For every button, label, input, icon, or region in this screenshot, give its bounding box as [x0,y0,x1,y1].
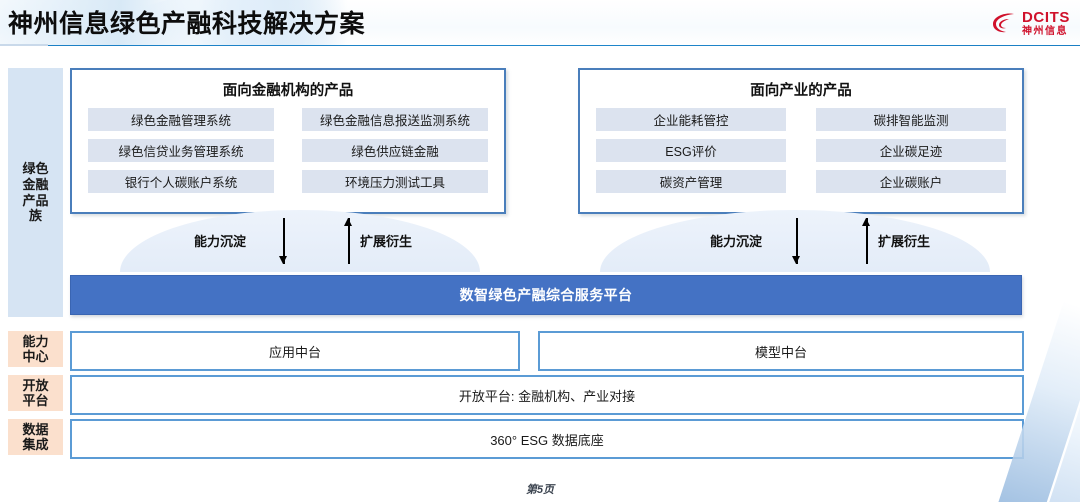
sidebar-label-open-platform: 开放平台 [8,375,63,411]
layer-box-label: 应用中台 [268,344,321,360]
flow-zone: 能力沉淀 扩展衍生 能力沉淀 扩展衍生 [0,210,1080,272]
platform-bar[interactable]: 数智绿色产融综合服务平台 [70,275,1022,315]
product-chip[interactable]: 绿色信贷业务管理系统 [88,139,274,162]
sidebar-label-green-finance-products: 绿色金融产品族 [8,68,63,317]
layer-box-label: 360° ESG 数据底座 [490,432,604,448]
sidebar-top-label: 绿色金融产品族 [22,160,49,224]
arrow-up-icon [862,218,871,264]
layer-box-application-midplatform[interactable]: 应用中台 [70,331,520,371]
arrow-down-icon [279,218,288,264]
product-chip[interactable]: 银行个人碳账户系统 [88,170,274,193]
panel-title: 面向金融机构的产品 [222,83,354,99]
product-chip[interactable]: 环境压力测试工具 [302,170,488,193]
panel-financial-products: 面向金融机构的产品 绿色金融管理系统 绿色金融信息报送监测系统 绿色信贷业务管理… [70,68,506,214]
panel-item-grid: 企业能耗管控 碳排智能监测 ESG评价 企业碳足迹 碳资产管理 企业碳账户 [580,108,1022,193]
flow-label-capability-precipitation: 能力沉淀 [710,234,763,249]
flow-label-expansion-derivation: 扩展衍生 [360,234,413,249]
panel-industry-products: 面向产业的产品 企业能耗管控 碳排智能监测 ESG评价 企业碳足迹 碳资产管理 … [578,68,1024,214]
product-chip[interactable]: 碳资产管理 [596,170,786,193]
layer-box-label: 开放平台: 金融机构、产业对接 [458,388,636,404]
panel-item-grid: 绿色金融管理系统 绿色金融信息报送监测系统 绿色信贷业务管理系统 绿色供应链金融… [72,108,504,193]
flow-label-capability-precipitation: 能力沉淀 [194,234,247,249]
page-title: 神州信息绿色产融科技解决方案 [8,10,366,38]
product-chip[interactable]: 绿色金融信息报送监测系统 [302,108,488,131]
arrow-up-icon [344,218,353,264]
arrow-down-icon [792,218,801,264]
flow-hill-left [120,210,480,272]
panel-title: 面向产业的产品 [750,83,852,99]
logo-main-text: DCITS [1022,8,1070,26]
product-chip[interactable]: ESG评价 [596,139,786,162]
platform-bar-label: 数智绿色产融综合服务平台 [459,287,633,303]
swoosh-icon [991,11,1017,35]
brand-logo: DCITS 神州信息 [991,6,1070,40]
sidebar-cell-label: 开放平台 [22,377,49,408]
layer-box-data-foundation[interactable]: 360° ESG 数据底座 [70,419,1024,459]
sidebar-label-capability-center: 能力中心 [8,331,63,367]
product-chip[interactable]: 企业碳账户 [816,170,1006,193]
layer-box-model-midplatform[interactable]: 模型中台 [538,331,1024,371]
sidebar-label-data-integration: 数据集成 [8,419,63,455]
sidebar-cell-label: 数据集成 [22,421,49,452]
product-chip[interactable]: 绿色金融管理系统 [88,108,274,131]
logo-sub-text: 神州信息 [1022,25,1068,37]
product-chip[interactable]: 碳排智能监测 [816,108,1006,131]
layer-box-open-platform[interactable]: 开放平台: 金融机构、产业对接 [70,375,1024,415]
product-chip[interactable]: 企业能耗管控 [596,108,786,131]
product-chip[interactable]: 企业碳足迹 [816,139,1006,162]
product-chip[interactable]: 绿色供应链金融 [302,139,488,162]
flow-label-expansion-derivation: 扩展衍生 [878,234,931,249]
page-number: 第5页 [525,484,555,496]
sidebar-cell-label: 能力中心 [22,333,49,364]
slide-header: 神州信息绿色产融科技解决方案 DCITS 神州信息 [0,0,1080,46]
layer-box-label: 模型中台 [754,344,807,360]
header-divider [0,45,1080,46]
